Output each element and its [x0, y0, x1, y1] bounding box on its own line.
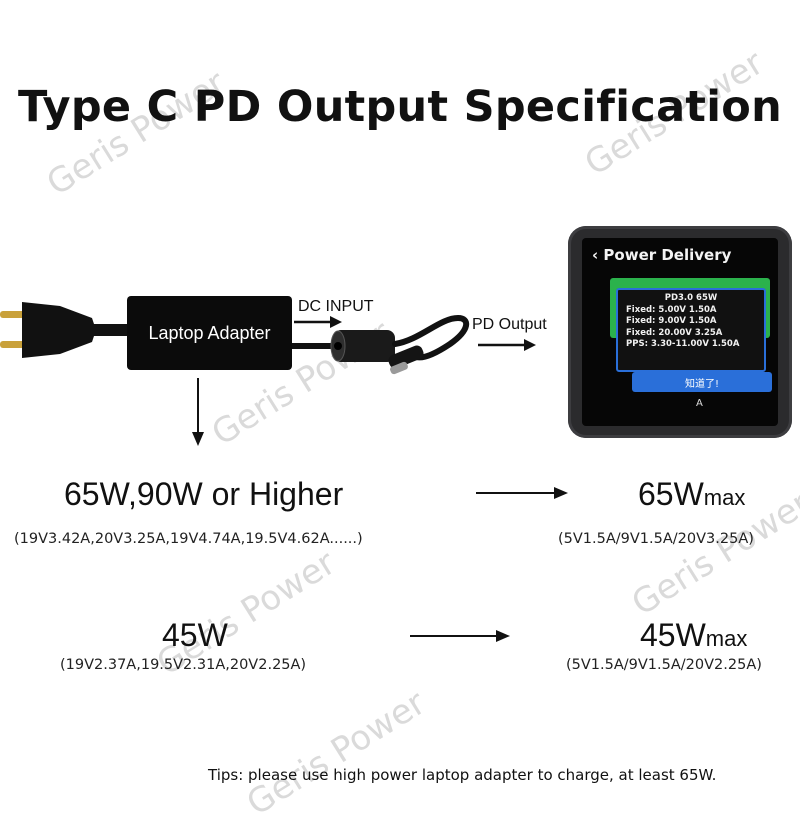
output-suffix: max [705, 626, 748, 651]
popup-row: Fixed: 5.00V 1.50A [626, 304, 717, 315]
popup-row: Fixed: 20.00V 3.25A [626, 327, 723, 338]
input-detail-65w: (19V3.42A,20V3.25A,19V4.74A,19.5V4.62A..… [14, 531, 363, 547]
input-power-65w: 65W,90W or Higher [64, 476, 344, 512]
output-suffix: max [703, 485, 746, 510]
chevron-left-icon: ‹ [592, 246, 604, 264]
pd-output-label: PD Output [472, 316, 547, 333]
popup-confirm-button: 知道了! [632, 372, 772, 392]
tester-screen-title: ‹ Power Delivery [592, 246, 732, 264]
page-title: Type C PD Output Specification [17, 82, 783, 132]
pd-info-popup: PD3.0 65W Fixed: 5.00V 1.50A Fixed: 9.00… [616, 288, 766, 372]
dc-to-typec-cable-icon [330, 314, 470, 375]
tester-screen: ‹ Power Delivery PD3.0 65W Fixed: 5.00V … [582, 238, 778, 426]
arrow-right-icon [476, 487, 568, 499]
output-detail-65w: (5V1.5A/9V1.5A/20V3.25A) [558, 531, 754, 547]
laptop-adapter-box: Laptop Adapter [127, 296, 292, 370]
output-power-45w: 45Wmax [640, 617, 748, 653]
usb-tester-device: ‹ Power Delivery PD3.0 65W Fixed: 5.00V … [568, 226, 792, 438]
adapter-label: Laptop Adapter [148, 322, 271, 343]
input-power-45w: 45W [162, 617, 228, 653]
screen-footer-letter: A [696, 398, 703, 409]
popup-row: Fixed: 9.00V 1.50A [626, 316, 717, 326]
dc-input-label: DC INPUT [298, 298, 374, 315]
tips-note: Tips: please use high power laptop adapt… [208, 766, 717, 784]
output-power-65w: 65Wmax [638, 476, 746, 512]
connection-diagram [0, 302, 568, 642]
arrow-right-icon [410, 630, 510, 642]
arrow-right-icon [294, 316, 342, 328]
output-detail-45w: (5V1.5A/9V1.5A/20V2.25A) [566, 657, 762, 673]
popup-header: PD3.0 65W [664, 293, 718, 303]
popup-row: PPS: 3.30-11.00V 1.50A [626, 339, 740, 349]
plug-icon [0, 302, 130, 358]
arrow-down-icon [192, 378, 204, 446]
arrow-right-icon [478, 339, 536, 351]
input-detail-45w: (19V2.37A,19.5V2.31A,20V2.25A) [60, 657, 307, 673]
